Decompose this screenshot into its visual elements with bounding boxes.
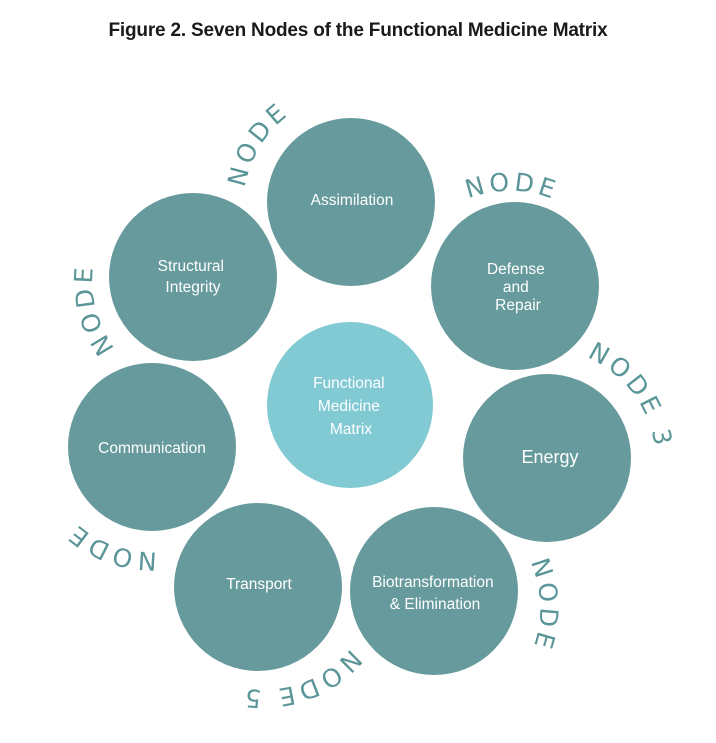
node-7-circle [109, 193, 277, 361]
node-7-label: NODE 7 [0, 0, 120, 361]
node-4-circle [350, 507, 518, 675]
center-label: Functional Medicine Matrix [313, 375, 389, 438]
node-4-name: Biotransformation & Elimination [372, 574, 498, 613]
node-3-circle [463, 374, 631, 542]
figure-title: Figure 2. Seven Nodes of the Functional … [108, 20, 608, 41]
node-1-label: NODE 1 [0, 0, 304, 189]
node-5-circle [174, 503, 342, 671]
node-1-circle [267, 118, 435, 286]
node-2-circle [431, 202, 599, 370]
center-circle [267, 322, 433, 488]
node-5-name: Transport [226, 576, 292, 593]
node-7-name: Structural Integrity [158, 258, 229, 296]
node-6-name: Communication [98, 440, 206, 457]
node-1-name: Assimilation [311, 192, 394, 209]
node-2-name: Defense and Repair [487, 261, 549, 314]
node-6-circle [68, 363, 236, 531]
node-3-name: Energy [521, 447, 578, 467]
